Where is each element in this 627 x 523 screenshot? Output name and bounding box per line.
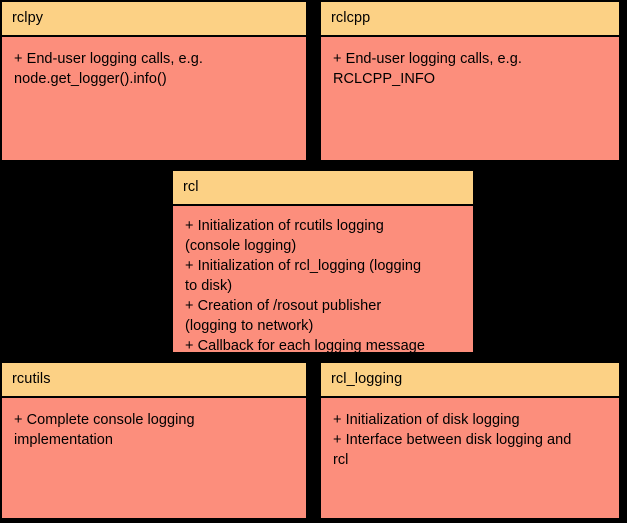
package-body-rcl: + Initialization of rcutils logging (con…: [173, 205, 473, 353]
package-title-rcl-logging: rcl_logging: [321, 363, 619, 398]
package-item: rcl: [333, 451, 349, 468]
package-title-rclcpp: rclcpp: [321, 2, 619, 37]
package-body-rcutils: + Complete console logging implementatio…: [2, 397, 306, 518]
package-title-rcutils: rcutils: [2, 363, 306, 398]
package-body-rcl-logging: + Initialization of disk logging + Inter…: [321, 397, 619, 518]
package-item: implementation: [14, 431, 114, 448]
package-box-rclcpp[interactable]: rclcpp + End-user logging calls, e.g. RC…: [320, 1, 620, 161]
package-box-rcl-logging[interactable]: rcl_logging + Initialization of disk log…: [320, 362, 620, 519]
package-item: + Initialization of rcl_logging (logging: [185, 257, 422, 274]
package-item: + Complete console logging: [14, 411, 195, 428]
package-box-rclpy[interactable]: rclpy + End-user logging calls, e.g. nod…: [1, 1, 307, 161]
package-item: to disk): [185, 277, 233, 294]
package-box-rcl[interactable]: rcl + Initialization of rcutils logging …: [172, 170, 474, 353]
package-item: (logging to network): [185, 317, 314, 334]
package-item: + Interface between disk logging and: [333, 431, 572, 448]
package-body-rclpy: + End-user logging calls, e.g. node.get_…: [2, 36, 306, 160]
package-item: + Callback for each logging message: [185, 337, 425, 353]
package-title-rcl: rcl: [173, 171, 473, 206]
package-item: + Initialization of disk logging: [333, 411, 520, 428]
package-item: + End-user logging calls, e.g.: [333, 50, 522, 67]
package-box-rcutils[interactable]: rcutils + Complete console logging imple…: [1, 362, 307, 519]
package-item: RCLCPP_INFO: [333, 70, 436, 87]
package-item: (console logging): [185, 237, 297, 254]
package-item: + Creation of /rosout publisher: [185, 297, 382, 314]
package-body-rclcpp: + End-user logging calls, e.g. RCLCPP_IN…: [321, 36, 619, 160]
package-item: node.get_logger().info(): [14, 70, 167, 87]
package-item: + End-user logging calls, e.g.: [14, 50, 203, 67]
package-title-rclpy: rclpy: [2, 2, 306, 37]
package-item: + Initialization of rcutils logging: [185, 217, 384, 234]
